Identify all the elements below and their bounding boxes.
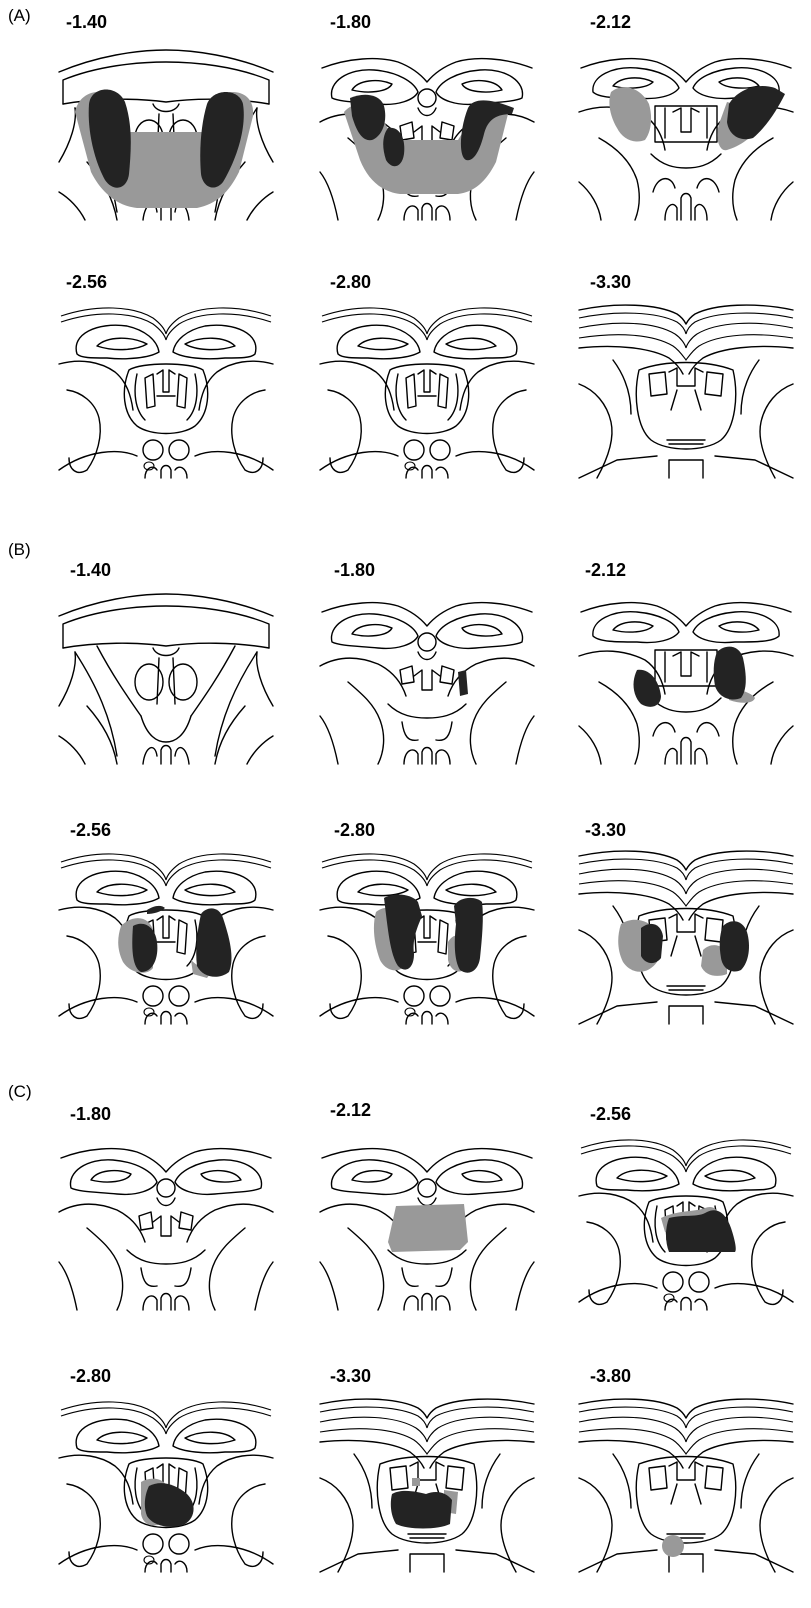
brain-section-c-4 [57, 1394, 275, 1574]
coordinate-label: -2.80 [330, 272, 371, 293]
atlas-outline [579, 305, 793, 478]
lesion-gray [388, 1204, 468, 1252]
atlas-outline [59, 308, 273, 478]
coordinate-label: -1.80 [330, 12, 371, 33]
lesion-gray [618, 920, 727, 976]
lesion-gray [412, 1478, 420, 1486]
brain-section-c-1 [57, 1132, 275, 1312]
coordinate-label: -2.56 [590, 1104, 631, 1125]
atlas-outline [320, 308, 534, 478]
coordinate-label: -1.40 [70, 560, 111, 581]
coordinate-label: -3.30 [330, 1366, 371, 1387]
coordinate-label: -2.56 [70, 820, 111, 841]
brain-section-a-6 [577, 300, 795, 480]
panel-label-b: (B) [8, 540, 31, 560]
atlas-outline [59, 854, 273, 1024]
brain-section-b-4 [57, 846, 275, 1026]
lesion-dark [391, 1491, 452, 1529]
atlas-outline [579, 603, 793, 764]
brain-section-b-1 [57, 586, 275, 766]
coordinate-label: -3.80 [590, 1366, 631, 1387]
panel-label-c: (C) [8, 1082, 32, 1102]
brain-section-c-6 [577, 1394, 795, 1574]
coordinate-label: -2.56 [66, 272, 107, 293]
brain-section-a-2 [318, 42, 536, 222]
atlas-outline [579, 851, 793, 1024]
brain-section-b-3 [577, 586, 795, 766]
lesion-dark [727, 86, 785, 139]
coordinate-label: -1.80 [70, 1104, 111, 1125]
atlas-outline [579, 59, 793, 220]
brain-section-b-2 [318, 586, 536, 766]
lesion-dark [132, 906, 231, 977]
atlas-outline [320, 59, 534, 220]
brain-section-c-5 [318, 1394, 536, 1574]
brain-section-c-2 [318, 1132, 536, 1312]
atlas-outline [59, 594, 273, 764]
coordinate-label: -3.30 [585, 820, 626, 841]
atlas-outline [59, 1149, 273, 1310]
brain-section-b-6 [577, 846, 795, 1026]
brain-section-a-3 [577, 42, 795, 222]
brain-section-c-3 [577, 1132, 795, 1312]
lesion-gray [662, 1535, 684, 1557]
coordinate-label: -2.12 [330, 1100, 371, 1121]
coordinate-label: -2.80 [334, 820, 375, 841]
brain-section-b-5 [318, 846, 536, 1026]
brain-section-a-1 [57, 42, 275, 222]
atlas-outline [320, 1399, 534, 1572]
lesion-dark [458, 670, 468, 696]
atlas-outline [320, 854, 534, 1024]
brain-section-a-4 [57, 300, 275, 480]
panel-label-a: (A) [8, 6, 31, 26]
coordinate-label: -2.12 [585, 560, 626, 581]
lesion-dark [634, 647, 746, 707]
coordinate-label: -2.80 [70, 1366, 111, 1387]
brain-section-a-5 [318, 300, 536, 480]
coordinate-label: -1.40 [66, 12, 107, 33]
coordinate-label: -2.12 [590, 12, 631, 33]
atlas-outline [320, 603, 534, 764]
coordinate-label: -3.30 [590, 272, 631, 293]
coordinate-label: -1.80 [334, 560, 375, 581]
lesion-dark [384, 895, 483, 973]
atlas-outline [579, 1399, 793, 1572]
